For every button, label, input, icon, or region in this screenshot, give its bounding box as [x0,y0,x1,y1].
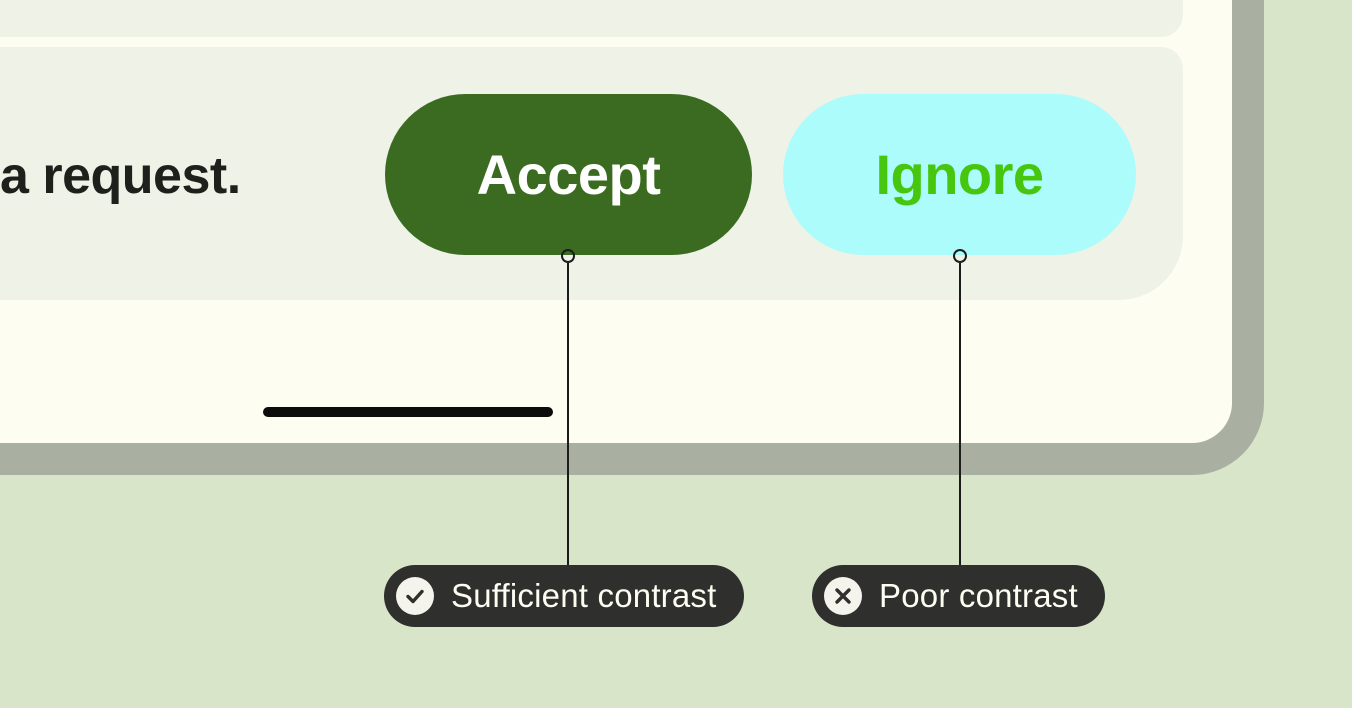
ignore-button[interactable]: Ignore [783,94,1136,255]
callout-poor-contrast: Poor contrast [812,565,1105,627]
callout-label: Sufficient contrast [451,577,717,614]
home-indicator-bar[interactable] [263,407,553,417]
callout-sufficient-contrast: Sufficient contrast [384,565,744,627]
callout-label: Poor contrast [879,577,1078,614]
check-circle-icon [396,577,434,615]
leader-line-ignore [959,263,961,565]
notification-message: a request. [0,147,241,205]
leader-line-accept [567,263,569,565]
notification-panel-top [0,0,1183,37]
x-circle-icon [824,577,862,615]
accept-button[interactable]: Accept [385,94,752,255]
anchor-dot-ignore [953,249,967,263]
anchor-dot-accept [561,249,575,263]
